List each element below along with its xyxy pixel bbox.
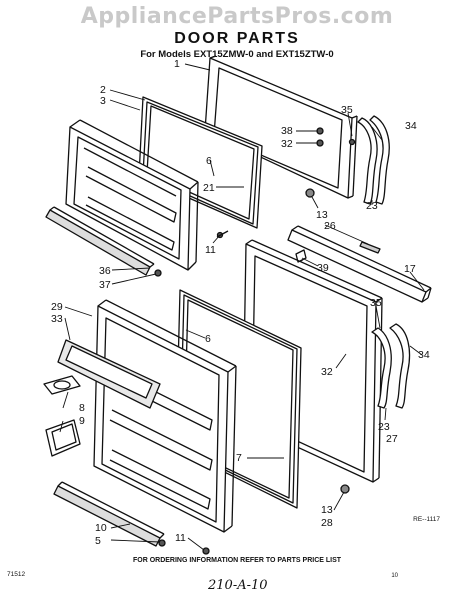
callout-17: 17	[404, 263, 416, 275]
freezer-door-panel	[204, 55, 358, 199]
callout-34-upper: 34	[405, 120, 417, 132]
callout-27: 27	[386, 433, 398, 445]
callout-35-upper: 35	[341, 104, 353, 116]
callout-39: 39	[317, 262, 329, 274]
callout-13-upper: 13	[316, 209, 328, 221]
fresh-food-door-liner	[93, 299, 237, 533]
callout-2: 2	[100, 84, 106, 96]
callout-6-upper: 6	[206, 155, 212, 167]
callout-9: 9	[79, 415, 85, 427]
freezer-door-liner	[65, 119, 199, 271]
callout-33: 33	[51, 313, 63, 325]
callout-36: 36	[99, 265, 111, 277]
callout-32-upper: 32	[281, 138, 293, 150]
callout-7: 7	[236, 452, 242, 464]
callout-11-upper: 11	[205, 244, 216, 256]
callout-1: 1	[174, 58, 180, 70]
dairy-compartment-door	[57, 339, 161, 409]
callout-11-lower: 11	[175, 532, 186, 544]
callout-32-lower: 32	[321, 366, 333, 378]
leader-lines	[59, 63, 425, 551]
ordering-note: FOR ORDERING INFORMATION REFER TO PARTS …	[132, 557, 342, 564]
callout-23-lower: 23	[378, 421, 390, 433]
fresh-food-shelf-bar	[53, 481, 165, 547]
callout-5: 5	[95, 535, 101, 547]
freezer-door-shelf-bar	[45, 206, 155, 276]
callout-6-lower: 6	[205, 333, 211, 345]
egg-tray	[43, 375, 81, 395]
callout-3: 3	[100, 95, 106, 107]
watermark: AppliancePartsPros.com	[80, 4, 394, 29]
callout-38: 38	[281, 125, 293, 137]
callout-23-upper: 23	[366, 200, 378, 212]
page-code: 71512	[7, 571, 26, 578]
handwritten-note: 210-A-10	[208, 578, 268, 593]
door-top-trim	[287, 225, 432, 303]
callout-37: 37	[99, 279, 111, 291]
callout-35-lower: 35	[370, 297, 382, 309]
callout-34-lower: 34	[418, 349, 430, 361]
reference-code: 10	[391, 573, 398, 579]
butter-bin	[45, 419, 81, 457]
callout-10: 10	[95, 522, 107, 534]
callout-13-lower: 13	[321, 504, 333, 516]
diagram-subtitle: For Models EXT15ZMW-0 and EXT15ZTW-0	[140, 49, 334, 60]
callout-21: 21	[203, 182, 215, 194]
callout-8: 8	[79, 402, 85, 414]
callout-28: 28	[321, 517, 333, 529]
callout-29: 29	[51, 301, 63, 313]
callout-26: 26	[324, 220, 336, 232]
lower-door-hinge	[371, 323, 411, 409]
freezer-door-gasket	[138, 96, 263, 229]
figure-code: RE--1117	[413, 516, 440, 523]
diagram-title: DOOR PARTS	[174, 30, 300, 47]
callout-labels: 1 2 3 35 34 38 32 6 21 23 13 11 26 36 37…	[51, 58, 430, 547]
